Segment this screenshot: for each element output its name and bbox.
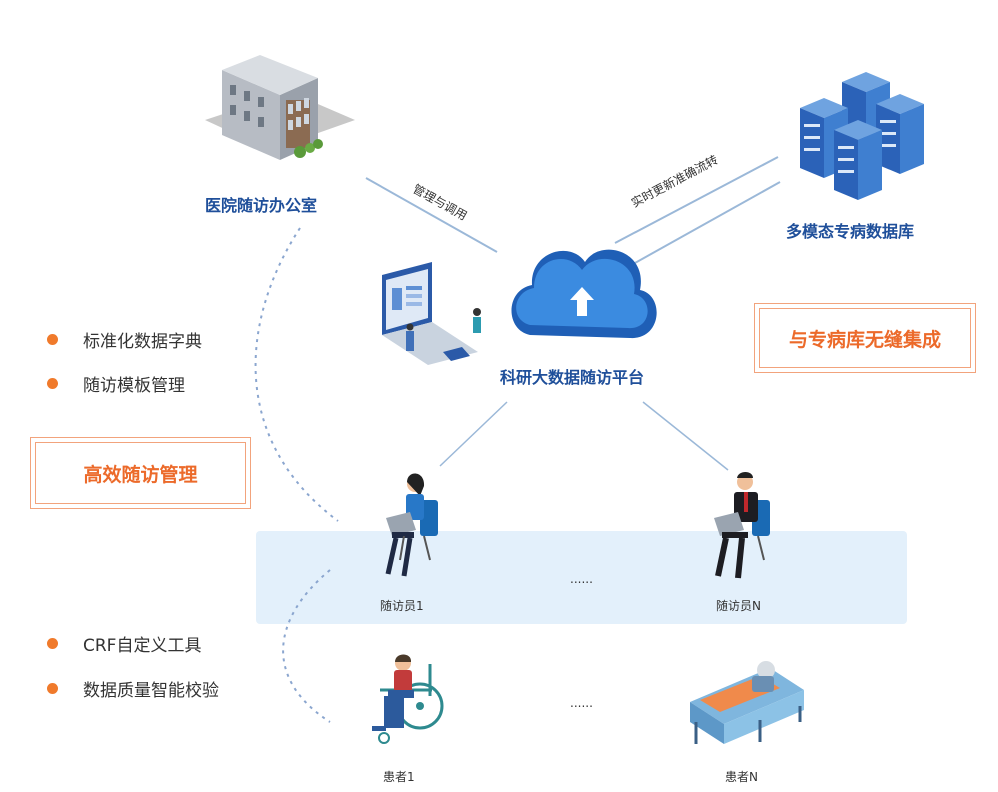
efficient-followup-box: 高效随访管理: [30, 437, 251, 509]
dotted-arc-top: [254, 227, 339, 522]
dotted-arc-bottom: [282, 569, 331, 723]
feature-label: 数据质量智能校验: [83, 681, 219, 701]
cloud-upload-icon: [511, 249, 657, 339]
connector-platform-staff1: [439, 401, 508, 467]
feature-label: 标准化数据字典: [83, 332, 202, 352]
hospital-building-icon: [205, 55, 355, 160]
staff-1-label: 随访员1: [380, 599, 424, 613]
database-servers-icon: [800, 72, 924, 200]
platform-label: 科研大数据随访平台: [500, 368, 645, 387]
efficient-followup-label: 高效随访管理: [35, 442, 246, 504]
database-label: 多模态专病数据库: [786, 222, 915, 241]
patient-1-wheelchair-illustration: [372, 654, 444, 744]
patient-1-label: 患者1: [383, 770, 415, 784]
laptop-doctor-icon: [382, 262, 481, 365]
staff-1-illustration: [385, 473, 438, 577]
connector-db-platform-2: [625, 181, 781, 269]
feature-label: 随访模板管理: [83, 376, 185, 396]
feature-item: 数据质量智能校验: [47, 676, 219, 701]
bullet-dot-icon: [47, 378, 58, 389]
connector-hospital-platform: [365, 177, 498, 253]
hospital-office-label: 医院随访办公室: [205, 196, 318, 215]
staff-n-illustration: [714, 472, 770, 579]
staff-band: [256, 531, 907, 624]
bullet-dot-icon: [47, 334, 58, 345]
bullet-dot-icon: [47, 683, 58, 694]
feature-item: CRF自定义工具: [47, 631, 201, 656]
connector-platform-staffN: [642, 401, 729, 471]
staff-n-label: 随访员N: [716, 599, 761, 613]
patient-n-bed-illustration: [690, 661, 804, 744]
connector-db-platform-1: [614, 156, 779, 244]
bullet-dot-icon: [47, 638, 58, 649]
integration-label: 与专病库无缝集成: [759, 308, 971, 368]
feature-item: 标准化数据字典: [47, 327, 202, 352]
integration-box: 与专病库无缝集成: [754, 303, 976, 373]
patient-n-label: 患者N: [725, 770, 758, 784]
feature-item: 随访模板管理: [47, 371, 185, 396]
staff-ellipsis: ......: [570, 572, 593, 586]
feature-label: CRF自定义工具: [83, 636, 202, 656]
patient-ellipsis: ......: [570, 696, 593, 710]
